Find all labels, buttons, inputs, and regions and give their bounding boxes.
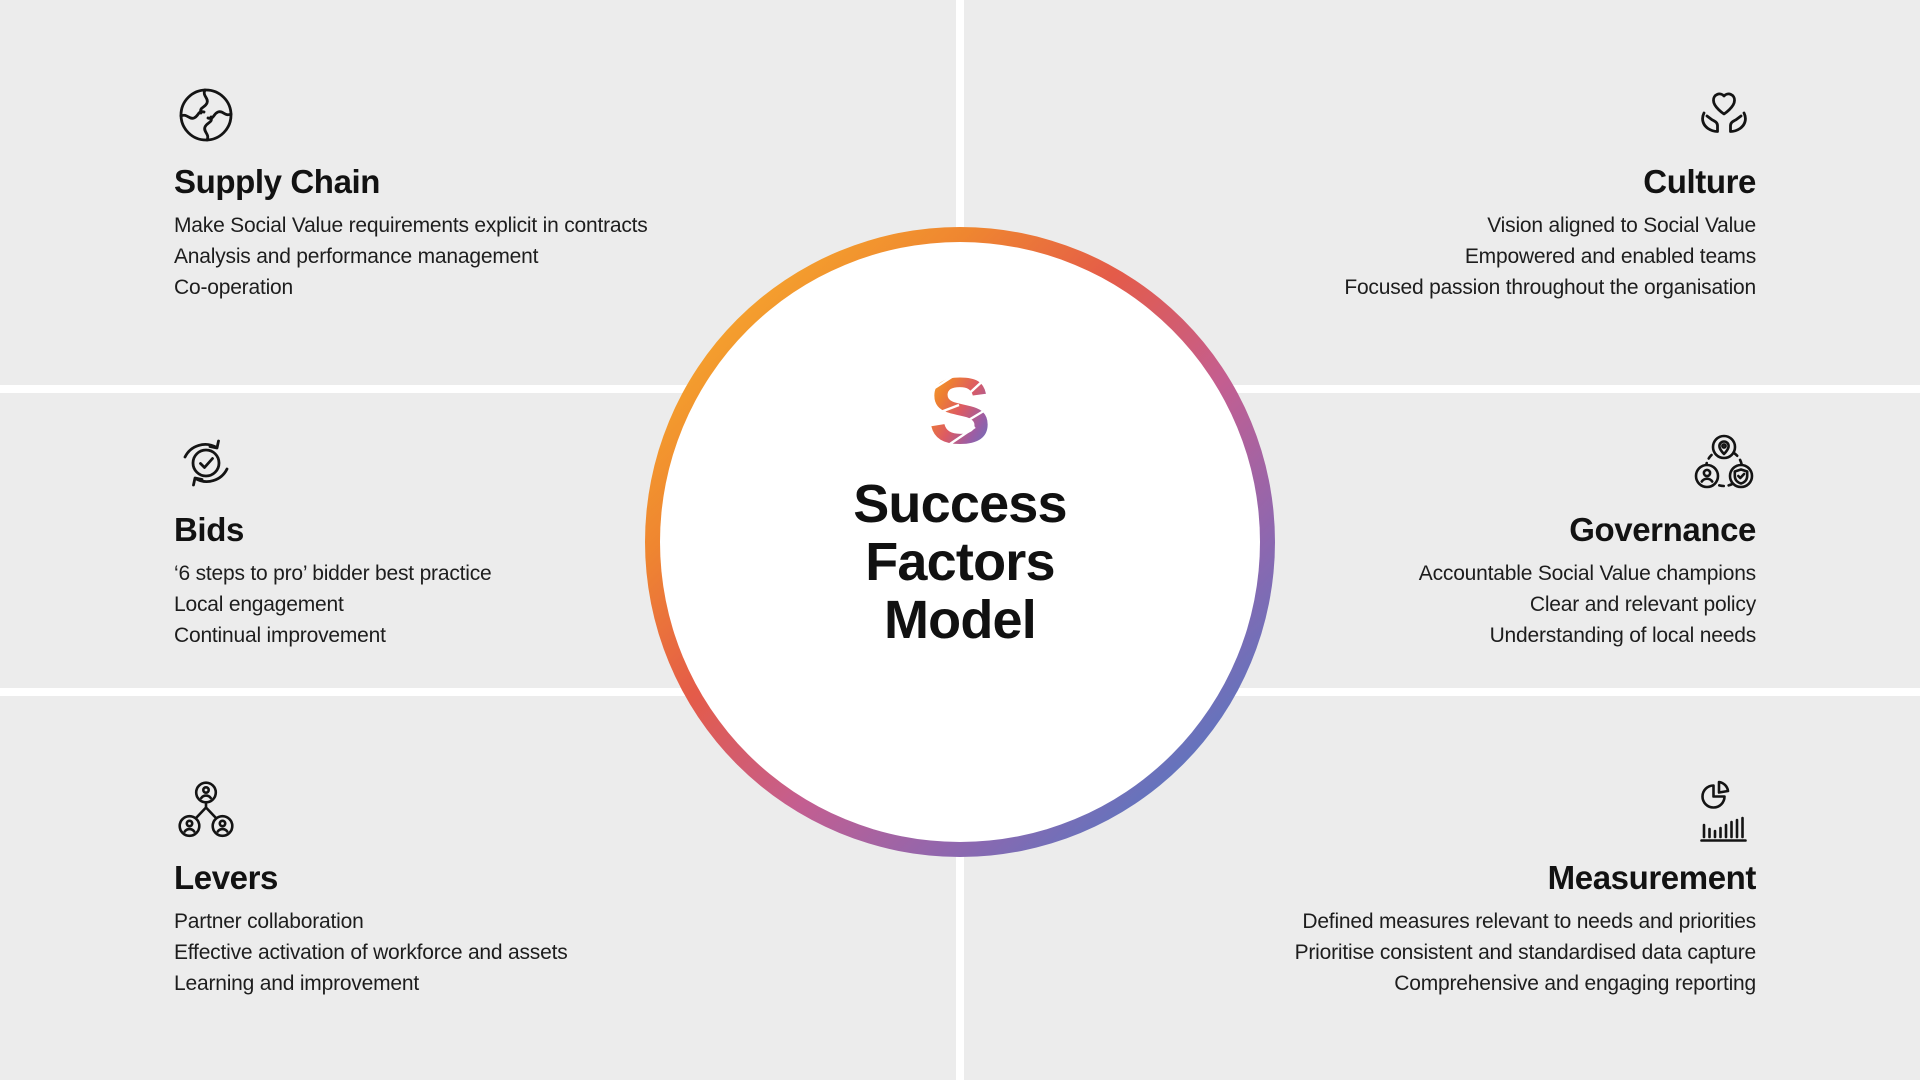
- section-item: ‘6 steps to pro’ bidder best practice: [174, 562, 492, 585]
- aperture-s-logo-icon: S: [931, 369, 989, 447]
- section-item: Analysis and performance management: [174, 245, 539, 268]
- center-title-line: Factors: [865, 532, 1055, 592]
- section-title: Governance: [1569, 511, 1756, 548]
- section-item: Understanding of local needs: [1489, 624, 1757, 647]
- hands-heart-icon: [1692, 82, 1756, 148]
- section-item: Defined measures relevant to needs and p…: [1302, 909, 1756, 933]
- center-title-line: Model: [883, 590, 1037, 650]
- section-title: Levers: [174, 858, 279, 896]
- center-title: Success Factors Model: [853, 475, 1067, 649]
- cycle-check-icon: [174, 430, 238, 496]
- people-tree-icon: [174, 778, 238, 844]
- logo-letter: S: [931, 369, 989, 447]
- section-item: Prioritise consistent and standardised d…: [1294, 940, 1757, 964]
- section-item: Learning and improvement: [174, 971, 420, 995]
- section-item: Accountable Social Value champions: [1418, 562, 1756, 585]
- section-item: Empowered and enabled teams: [1464, 245, 1756, 268]
- section-item: Focused passion throughout the organisat…: [1344, 276, 1756, 299]
- pie-bar-chart-icon: [1692, 778, 1756, 844]
- section-item: Continual improvement: [174, 624, 386, 647]
- globe-puzzle-icon: [174, 82, 238, 148]
- section-item: Partner collaboration: [174, 909, 364, 933]
- section-item: Clear and relevant policy: [1529, 593, 1756, 616]
- section-item: Local engagement: [174, 593, 344, 616]
- section-title: Bids: [174, 511, 244, 548]
- section-item: Vision aligned to Social Value: [1487, 214, 1756, 237]
- section-title: Culture: [1643, 163, 1756, 200]
- center-circle: S Success Factors Model: [660, 242, 1260, 842]
- section-title: Measurement: [1547, 858, 1757, 896]
- center-circle-ring: S Success Factors Model: [645, 227, 1275, 857]
- section-item: Make Social Value requirements explicit …: [174, 214, 648, 237]
- section-item: Effective activation of workforce and as…: [174, 940, 568, 964]
- section-item: Comprehensive and engaging reporting: [1394, 971, 1756, 995]
- center-title-line: Success: [853, 474, 1067, 534]
- section-title: Supply Chain: [174, 163, 381, 200]
- network-badges-icon: [1692, 430, 1756, 496]
- section-item: Co-operation: [174, 276, 294, 299]
